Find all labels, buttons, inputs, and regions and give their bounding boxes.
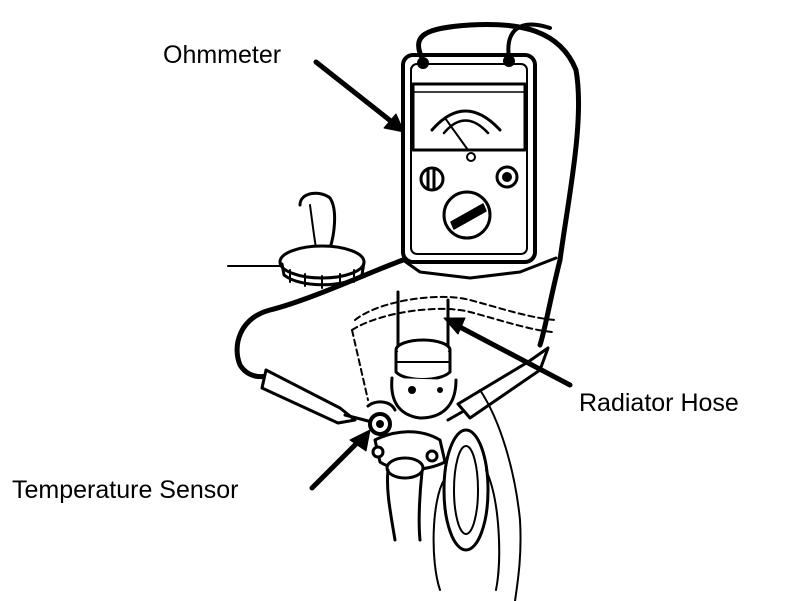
zero-adjust-screw [467, 153, 475, 161]
ohmmeter-label: Ohmmeter [163, 40, 281, 70]
radiator-hose-label: Radiator Hose [579, 388, 739, 418]
pulley [444, 430, 488, 550]
radiator-cap [228, 193, 364, 288]
probe-left [262, 370, 355, 423]
radiator-hose-part [352, 292, 555, 418]
ohmmeter-device [403, 55, 535, 262]
probe-right [458, 348, 548, 418]
selector-knob-small [421, 168, 443, 190]
temperature-sensor-label: Temperature Sensor [12, 475, 239, 505]
arrow-temperature-sensor [312, 440, 360, 488]
range-selector-pointer [451, 204, 486, 229]
thermostat-housing [392, 378, 456, 418]
ohmmeter-scale-window [413, 84, 525, 150]
arrow-ohmmeter [316, 62, 392, 122]
